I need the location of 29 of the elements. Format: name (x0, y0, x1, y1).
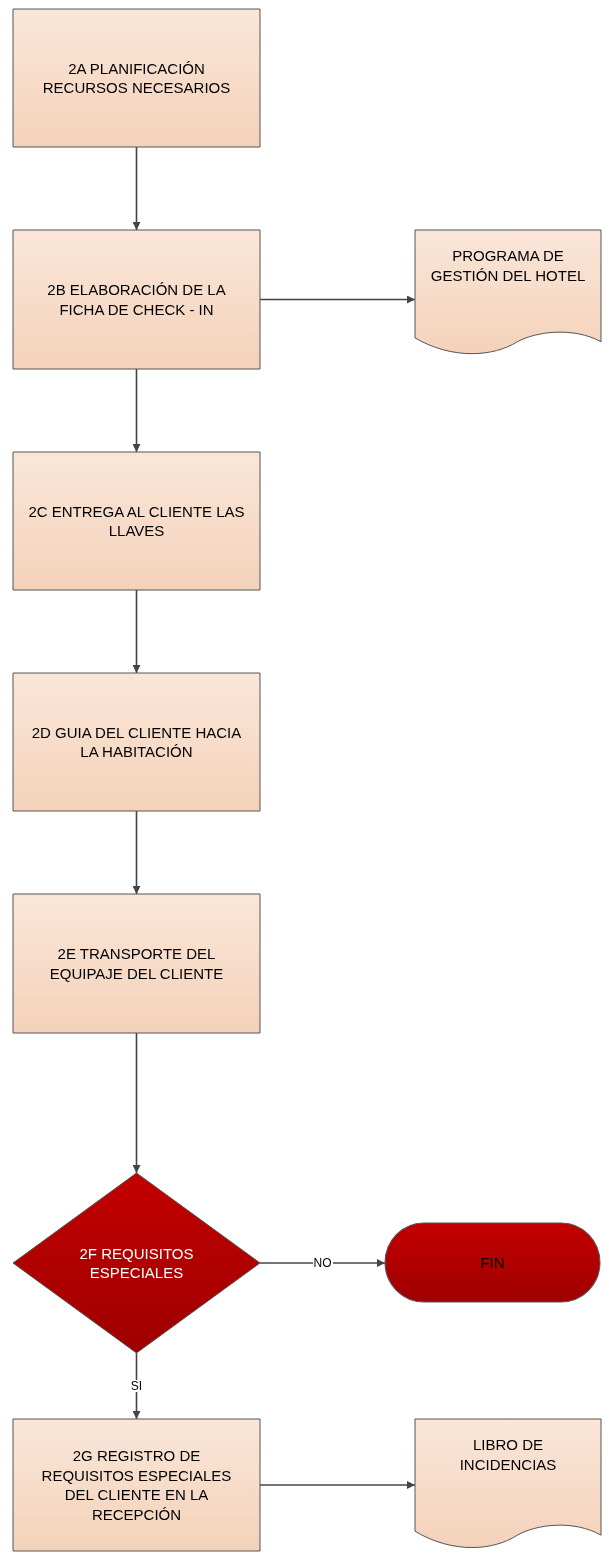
arrow (132, 146, 141, 231)
node-label: FIN (480, 1252, 505, 1273)
edge-label: SI (129, 1380, 144, 1392)
edge-label: NO (312, 1257, 333, 1269)
process-box (13, 230, 260, 369)
process-box (13, 452, 260, 590)
node-label: 2B ELABORACIÓN DE LA FICHA DE CHECK - IN (46, 280, 227, 319)
node-label: LIBRO DE INCIDENCIAS (458, 1435, 558, 1474)
node-label: PROGRAMA DE GESTIÓN DEL HOTEL (429, 246, 587, 285)
process-box (13, 9, 260, 147)
document-shape (415, 1419, 601, 1551)
process-box (13, 894, 260, 1033)
node-label: 2E TRANSPORTE DEL EQUIPAJE DEL CLIENTE (48, 944, 225, 983)
node-label: 2F REQUISITOS ESPECIALES (78, 1243, 195, 1283)
node-label: 2D GUIA DEL CLIENTE HACIA LA HABITACIÓN (30, 722, 243, 762)
arrow (259, 1259, 386, 1267)
arrow (132, 589, 141, 674)
node-label: 2G REGISTRO DE REQUISITOS ESPECIALES DEL CLIENTE EN LA RECEPCIÓN (40, 1446, 233, 1524)
arrow (259, 295, 416, 304)
process-box (13, 1419, 260, 1551)
arrow (132, 810, 141, 895)
decision-diamond (13, 1173, 260, 1353)
document-shape (415, 230, 601, 357)
node-label: 2A PLANIFICACIÓN RECURSOS NECESARIOS (41, 58, 232, 98)
arrow (259, 1481, 416, 1489)
arrow (132, 368, 141, 453)
arrow (132, 1032, 141, 1174)
process-box (13, 673, 260, 811)
node-label: 2C ENTREGA AL CLIENTE LAS LLAVES (27, 501, 246, 541)
